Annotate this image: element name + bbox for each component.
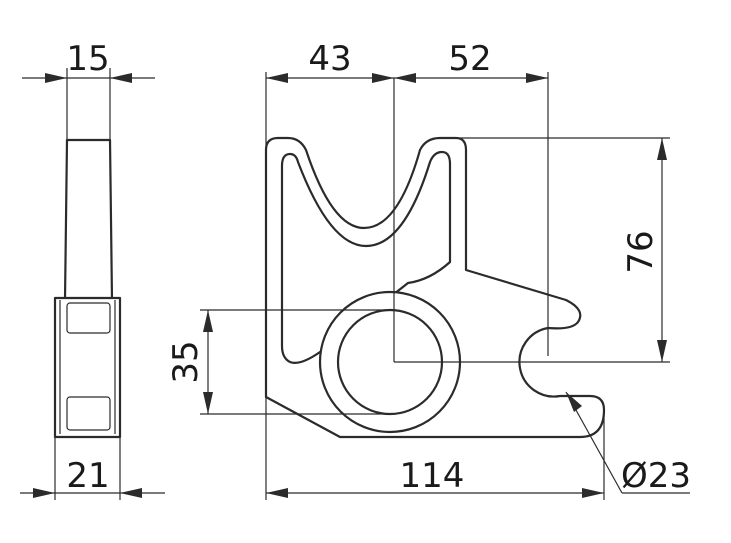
arrowhead bbox=[120, 488, 142, 498]
arrowhead bbox=[203, 310, 213, 332]
arrowhead bbox=[582, 488, 604, 498]
dim-label-hole-diameter: Ø23 bbox=[621, 456, 691, 496]
side-view-plate bbox=[63, 138, 114, 302]
arrowhead bbox=[657, 340, 667, 362]
side-view: 15 21 bbox=[20, 39, 165, 500]
dim-label-114: 114 bbox=[400, 456, 465, 496]
arrowhead bbox=[45, 73, 67, 83]
arrowhead bbox=[110, 73, 132, 83]
arrowhead bbox=[33, 488, 55, 498]
arrowhead bbox=[266, 488, 288, 498]
dim-label-76: 76 bbox=[621, 230, 661, 273]
arrowhead bbox=[657, 138, 667, 160]
arrowhead bbox=[203, 392, 213, 414]
dim-label-15: 15 bbox=[66, 39, 109, 79]
dim-label-35: 35 bbox=[166, 340, 206, 383]
side-view-nut-face-top bbox=[66, 302, 111, 334]
side-view-nut-face-bottom bbox=[66, 396, 111, 431]
arrowhead bbox=[526, 73, 548, 83]
dim-label-21: 21 bbox=[66, 456, 109, 496]
arrowhead bbox=[372, 73, 394, 83]
arrowhead bbox=[266, 73, 288, 83]
front-view: 43 52 76 35 114 Ø23 bbox=[166, 39, 691, 500]
dim-label-43: 43 bbox=[308, 39, 351, 79]
arrowhead bbox=[566, 392, 582, 412]
dim-label-52: 52 bbox=[448, 39, 491, 79]
arrowhead bbox=[394, 73, 416, 83]
